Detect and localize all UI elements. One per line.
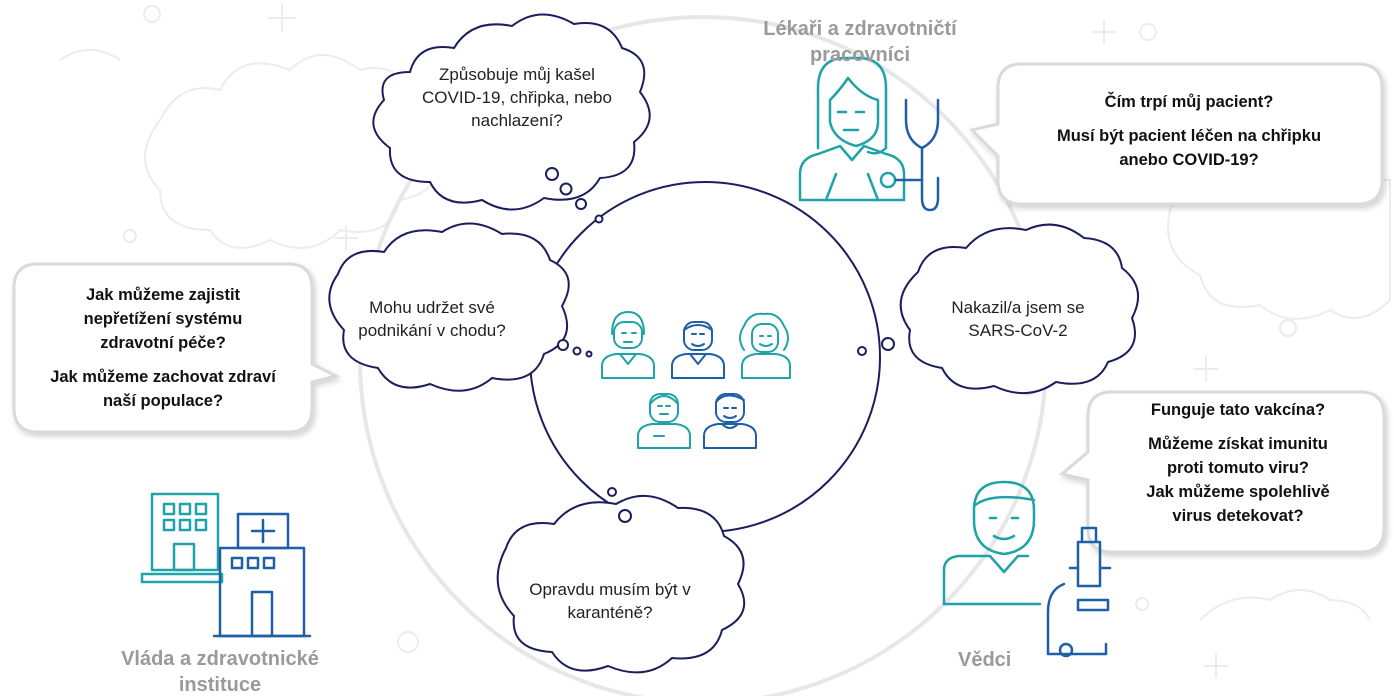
doctor-question-2: Musí být pacient léčen na chřipku anebo … xyxy=(1056,127,1322,169)
sci-question-3: Jak můžeme spolehlivě virus detekovat? xyxy=(1146,483,1330,525)
sci-question-1: Funguje tato vakcína? xyxy=(1150,401,1326,419)
thought-cloud xyxy=(899,223,1140,395)
people-icons xyxy=(601,311,791,449)
person-icon xyxy=(739,312,791,379)
group-label-scientists: Vědci xyxy=(958,649,1012,671)
sci-question-2: Můžeme získat imunitu proti tomuto viru? xyxy=(1148,435,1328,477)
person-icon xyxy=(671,321,725,379)
hospital-icon xyxy=(140,492,312,638)
group-label-government: Vláda a zdravotnické instituce xyxy=(121,648,319,696)
group-label-doctors: Lékaři a zdravotničtí pracovníci xyxy=(763,18,957,66)
speech-text-scientists: Funguje tato vakcína? Můžeme získat imun… xyxy=(1100,398,1376,528)
thought-text-business: Mohu udržet své podnikání v chodu? xyxy=(358,298,506,340)
gov-question-2: Jak můžeme zachovat zdraví naší populace… xyxy=(50,368,276,410)
person-icon xyxy=(637,393,691,449)
doctor-icon xyxy=(798,56,940,212)
thought-text-infected: Nakazil/a jsem se SARS-CoV-2 xyxy=(951,298,1085,340)
thought-clouds xyxy=(328,13,1140,674)
thought-cloud xyxy=(372,13,651,211)
speech-text-government: Jak můžeme zajistit nepřetížení systému … xyxy=(28,283,298,413)
scientist-icon xyxy=(942,480,1112,658)
speech-bubbles xyxy=(12,62,1386,554)
speech-text-doctor: Čím trpí můj pacient? Musí být pacient l… xyxy=(1010,90,1368,172)
thought-text-quarantine: Opravdu musím být v karanténě? xyxy=(529,580,691,622)
person-icon xyxy=(703,393,757,449)
thought-dots xyxy=(545,167,895,523)
person-icon xyxy=(601,311,655,379)
speech-bubble-scientists xyxy=(1058,390,1386,554)
gov-question-1: Jak můžeme zajistit nepřetížení systému … xyxy=(83,286,243,352)
speech-bubble-doctor xyxy=(969,62,1384,206)
center-circle xyxy=(529,181,881,533)
thought-text-cough: Způsobuje můj kašel COVID-19, chřipka, n… xyxy=(422,65,612,130)
speech-bubble-government xyxy=(12,262,341,434)
doctor-question-1: Čím trpí můj pacient? xyxy=(1104,93,1274,111)
thought-cloud xyxy=(496,494,746,674)
